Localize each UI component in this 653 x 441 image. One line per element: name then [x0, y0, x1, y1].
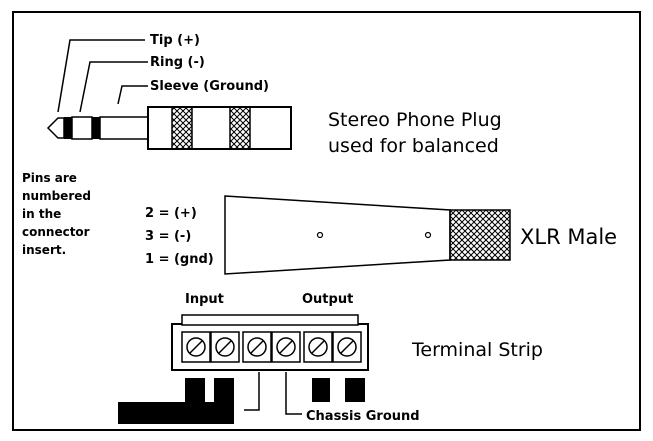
xlr-connector: 2 = (+) 3 = (-) 1 = (gnd) XLR Male	[145, 195, 617, 275]
terminal-strip: Input Output Chassis Ground	[118, 292, 543, 424]
sleeve-callout-line	[117, 85, 148, 105]
xlr-dot-2	[424, 231, 432, 239]
pin-note-line-1: Pins are	[22, 171, 77, 185]
xlr-label: XLR Male	[520, 225, 617, 249]
pin-note-line-2: numbered	[22, 189, 91, 203]
ground-wire-left	[244, 372, 260, 411]
plug-grip-2	[229, 106, 251, 150]
chassis-ground-label: Chassis Ground	[306, 409, 420, 424]
xlr-body	[224, 195, 451, 275]
xlr-dot-1	[316, 231, 324, 239]
pin-note: Pins are numbered in the connector inser…	[22, 171, 91, 257]
ground-wire-right	[285, 372, 302, 415]
ring-label: Ring (-)	[150, 55, 205, 70]
sleeve-label: Sleeve (Ground)	[150, 79, 269, 94]
phone-plug-caption-line2: used for balanced	[328, 135, 499, 157]
plug-sleeve	[99, 116, 149, 140]
plug-body	[147, 106, 292, 150]
output-wire-1	[312, 378, 330, 402]
output-label: Output	[302, 292, 353, 307]
screw-slots	[189, 340, 354, 354]
input-cable	[118, 402, 234, 424]
tip-label: Tip (+)	[150, 33, 200, 48]
plug-grip-1	[171, 106, 193, 150]
terminal-strip-label: Terminal Strip	[411, 339, 543, 361]
phone-plug: Tip (+) Ring (-) Sleeve (Ground) Stereo …	[46, 33, 502, 157]
tip-callout-line	[57, 39, 145, 113]
plug-ring	[71, 116, 93, 140]
diagram-frame	[12, 11, 641, 431]
xlr-strain-relief	[449, 209, 511, 261]
input-wire-1	[185, 378, 205, 402]
xlr-pin-2: 2 = (+)	[145, 206, 197, 221]
pin-note-line-4: connector	[22, 225, 90, 239]
terminal-screws	[181, 331, 362, 363]
plug-tip	[46, 117, 65, 139]
pin-note-line-3: in the	[22, 207, 61, 221]
input-wire-2	[214, 378, 234, 402]
ring-callout-line	[79, 61, 148, 113]
plug-insulator-1	[64, 117, 72, 139]
terminal-strip-top	[181, 314, 359, 326]
xlr-pin-1: 1 = (gnd)	[145, 252, 214, 267]
output-wire-2	[345, 378, 365, 402]
phone-plug-caption-line1: Stereo Phone Plug	[328, 109, 502, 131]
pin-note-line-5: insert.	[22, 243, 66, 257]
input-label: Input	[185, 292, 224, 307]
xlr-pin-3: 3 = (-)	[145, 229, 191, 244]
plug-insulator-2	[92, 117, 100, 139]
